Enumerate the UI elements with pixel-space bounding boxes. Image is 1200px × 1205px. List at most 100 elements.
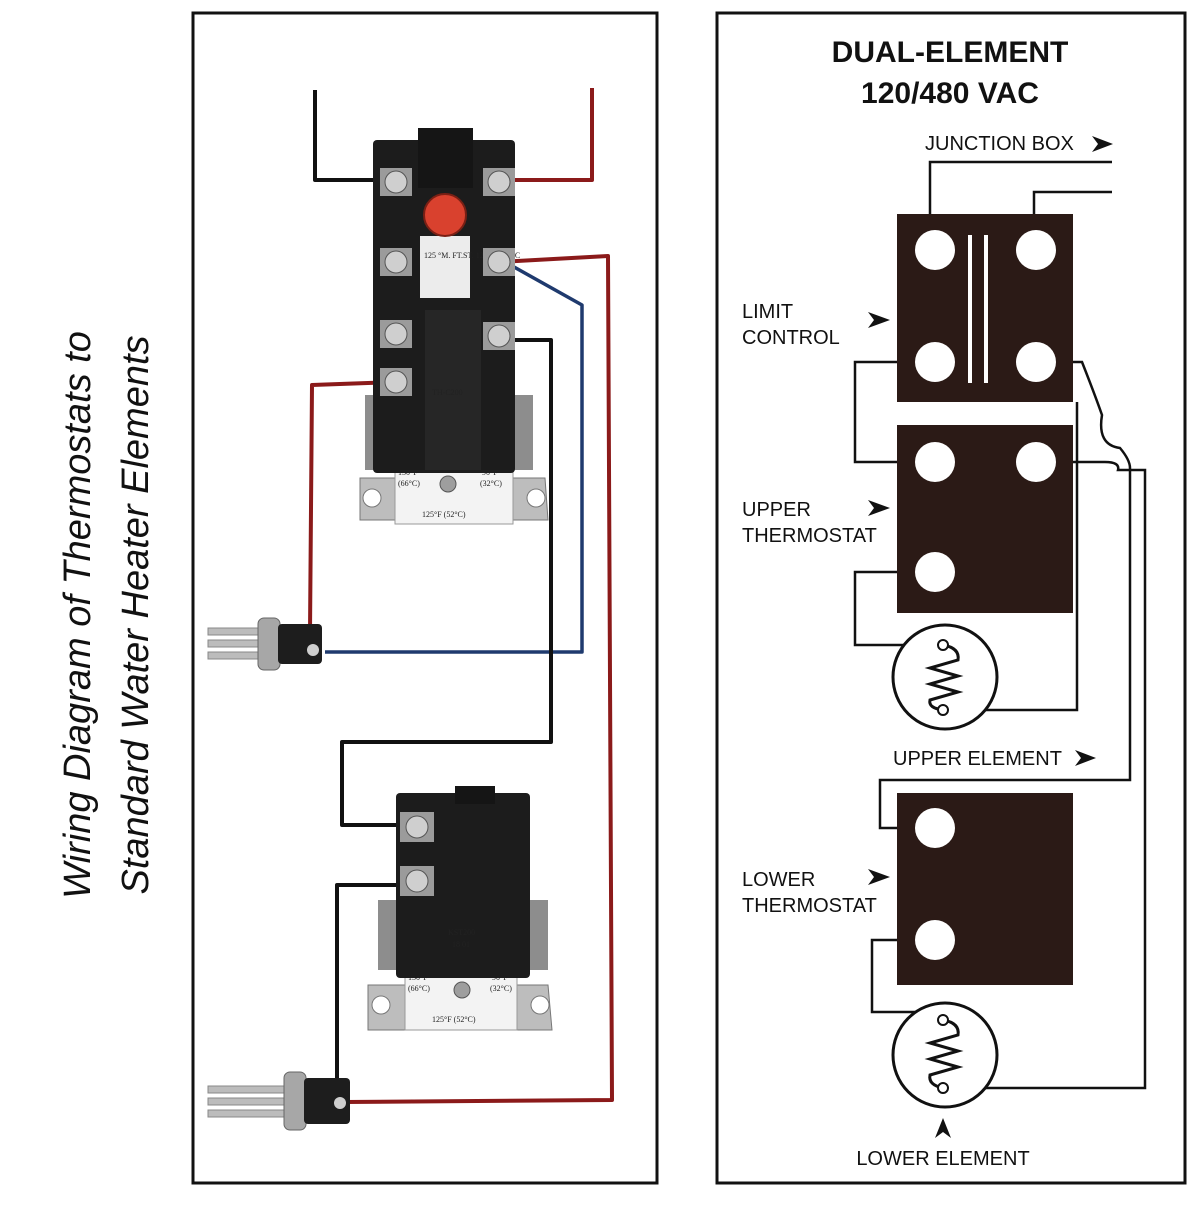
upper-thermostat-terminal-2: [1016, 442, 1056, 482]
heating-coil-icon: [924, 1018, 964, 1090]
lower-thermostat-label-line2: THERMOSTAT: [742, 895, 877, 917]
limit-control-label-line1: LIMIT: [742, 301, 793, 323]
lower-thermostat-top-tab: [455, 786, 495, 804]
upper-element-rod: [207, 651, 261, 660]
upper-dial-right-c: (32°C): [480, 479, 502, 488]
upper-thermostat-label-line1: UPPER: [742, 499, 811, 521]
schematic-title-line1: DUAL-ELEMENT: [832, 36, 1069, 69]
side-title-line2: Standard Water Heater Elements: [115, 335, 157, 894]
supply-wire-black: [313, 90, 390, 182]
reset-button-icon: [423, 193, 467, 237]
terminal-screw-icon: [405, 815, 429, 839]
lower-element-node-1: [937, 1014, 949, 1026]
upper-thermostat-model: TH-C200: [432, 388, 463, 397]
arrow-right-icon: [868, 500, 890, 516]
upper-thermostat-top-tab: [418, 128, 473, 188]
lower-dial-screw: [453, 981, 471, 999]
lower-dial-left-c: (66°C): [408, 984, 430, 993]
upper-thermostat-terminal-1: [915, 442, 955, 482]
wire-upper-thermostat-to-upper-element: [853, 570, 943, 647]
lower-element-label: LOWER ELEMENT: [856, 1148, 1029, 1170]
upper-element-photo: [207, 617, 322, 671]
upper-element-symbol: [891, 623, 999, 731]
wire-limit-to-lower-thermostat: [878, 360, 1132, 830]
heating-coil-icon: [924, 643, 964, 712]
arrow-right-icon: [868, 869, 890, 885]
upper-thermostat-lower-face: [425, 310, 481, 470]
photo-panel-frame: [191, 11, 659, 1185]
upper-thermostat-terminal-3: [915, 552, 955, 592]
red-wire-to-lower-element: [344, 254, 614, 1104]
black-wire-between-thermostats: [340, 338, 553, 827]
limit-terminal-1: [915, 230, 955, 270]
limit-contact-bar-right: [984, 235, 988, 383]
upper-element-rod: [207, 639, 261, 648]
junction-box-label: JUNCTION BOX: [925, 133, 1074, 155]
upper-mount-hole-right: [526, 488, 546, 508]
junction-wire-1: [928, 160, 1112, 214]
lower-thermostat-model: KST200: [448, 928, 475, 937]
terminal-screw-icon: [384, 370, 408, 394]
lower-element-symbol: [891, 1001, 999, 1109]
lower-thermostat-code: 18 01: [452, 940, 470, 949]
upper-element-label: UPPER ELEMENT: [893, 748, 1062, 770]
photo-wiring: [308, 88, 614, 1104]
terminal-screw-icon: [307, 644, 319, 656]
lower-element-rod: [207, 1109, 289, 1118]
supply-wire-red: [500, 88, 594, 182]
lower-mount-hole-left: [371, 995, 391, 1015]
lower-dial-bottom: 125°F (52°C): [432, 1015, 476, 1024]
upper-element-flange: [257, 617, 281, 671]
side-title-line1: Wiring Diagram of Thermostats to: [57, 331, 99, 899]
wire-upper-element-return: [958, 402, 1079, 712]
lower-element-rod: [207, 1097, 289, 1106]
red-wire-to-upper-element: [308, 380, 396, 633]
lower-element-head: [304, 1078, 350, 1124]
upper-dial-screw: [439, 475, 457, 493]
lower-thermostat-terminal-2: [915, 920, 955, 960]
wire-lower-thermostat-to-lower-element: [870, 938, 943, 1014]
wire-limit-to-upper-thermostat: [853, 360, 903, 464]
upper-dial-bottom: 125°F (52°C): [422, 510, 466, 519]
schematic-title-line2: 120/480 VAC: [861, 77, 1039, 110]
lower-thermostat-terminal-1: [915, 808, 955, 848]
terminal-screw-icon: [384, 170, 408, 194]
upper-element-node-1: [937, 639, 949, 651]
upper-dial-left-c: (66°C): [398, 479, 420, 488]
lower-element-node-2: [937, 1082, 949, 1094]
terminal-screw-icon: [384, 250, 408, 274]
lower-dial-right-c: (32°C): [490, 984, 512, 993]
limit-control-label-line2: CONTROL: [742, 327, 840, 349]
limit-contact-bar-left: [968, 235, 972, 383]
upper-thermostat-label-line2: THERMOSTAT: [742, 525, 877, 547]
arrow-right-icon: [868, 312, 890, 328]
lower-element-rod: [207, 1085, 289, 1094]
side-title: Wiring Diagram of Thermostats to Standar…: [57, 331, 157, 899]
lower-dial-plate: [404, 967, 518, 1031]
upper-element-head: [278, 624, 322, 664]
upper-element-node-2: [937, 704, 949, 716]
lower-thermostat-label-line1: LOWER: [742, 869, 815, 891]
terminal-screw-icon: [405, 869, 429, 893]
upper-mount-hole-left: [362, 488, 382, 508]
upper-element-rod: [207, 627, 261, 636]
terminal-screw-icon: [334, 1097, 346, 1109]
limit-terminal-4: [1016, 342, 1056, 382]
lower-thermostat-photo: 150°F (66°C) 90°F (32°C) 125°F (52°C) KS…: [367, 786, 553, 1031]
schematic-wiring: [853, 160, 1147, 1090]
terminal-screw-icon: [384, 322, 408, 346]
arrow-right-icon: [1092, 136, 1113, 152]
wire-upper-thermostat-to-lower-element: [955, 460, 1147, 1090]
terminal-screw-icon: [487, 324, 511, 348]
blue-wire-to-upper-element: [325, 260, 584, 654]
upper-thermostat-rating: 125 °M. FT.ST. 120-480 VAC: [424, 251, 520, 260]
terminal-screw-icon: [487, 250, 511, 274]
schematic-panel-frame: [715, 11, 1187, 1185]
upper-thermostat-label: [420, 236, 470, 298]
junction-wire-2: [1032, 190, 1112, 214]
limit-terminal-3: [915, 342, 955, 382]
upper-element-circle: [891, 623, 999, 731]
lower-mount-hole-right: [530, 995, 550, 1015]
